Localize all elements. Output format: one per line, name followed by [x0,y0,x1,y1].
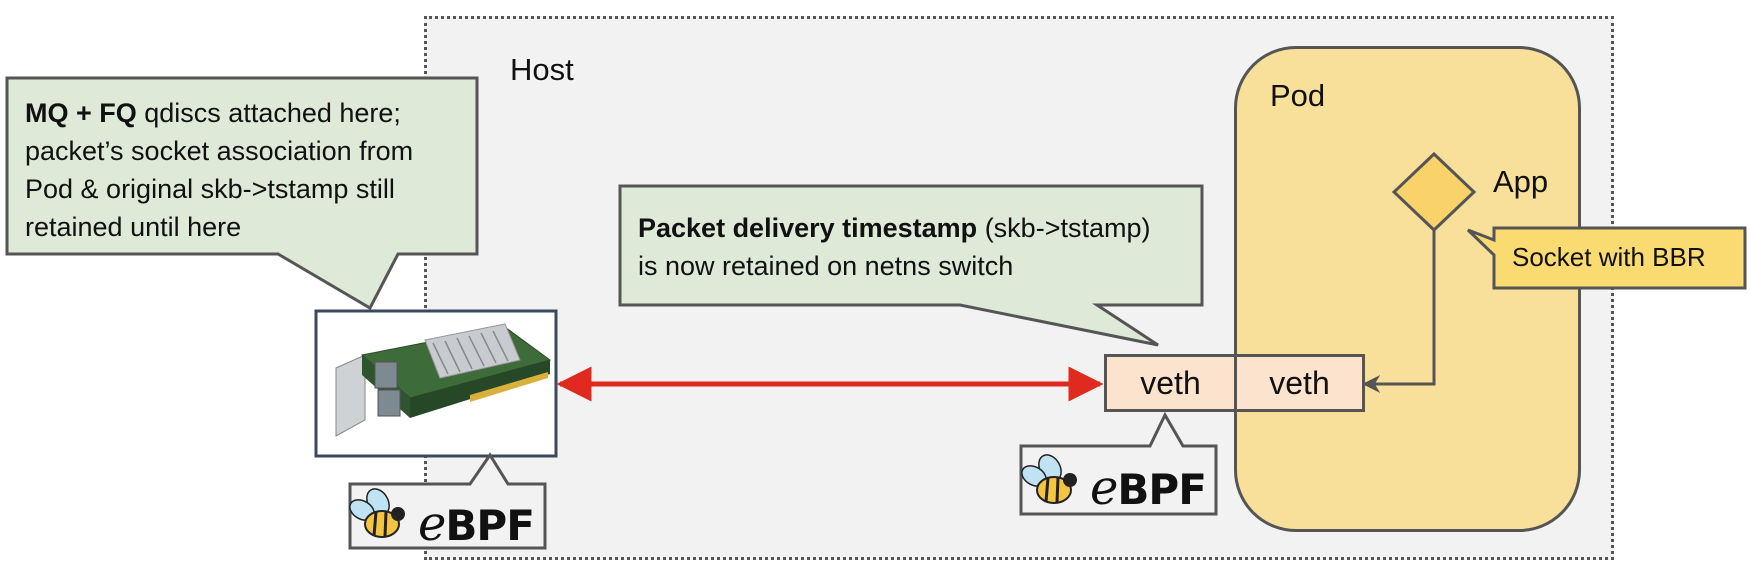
socket-label: Socket with BBR [1512,242,1706,272]
socket-callout-shape [1466,226,1747,290]
ebpf-bpf-letters: BPF [445,501,534,550]
network-card-image [335,323,552,437]
host-label: Host [510,52,574,87]
ebpf-bpf-letters-2: BPF [1117,465,1206,514]
callout-left-line3: Pod & original skb->tstamp still [25,174,395,204]
ebpf-logo-nic: eBPF [418,496,535,552]
callout-left-line1: qdiscs attached here; [136,98,401,128]
callout-left-line4: retained until here [25,212,242,242]
callout-left-bold: MQ + FQ [25,98,137,128]
callout-left-text: MQ + FQ qdiscs attached here; packet’s s… [25,94,413,246]
callout-mid-bold: Packet delivery timestamp [638,213,978,243]
ebpf-bee-logo [349,488,405,538]
callout-mid-line1: (skb->tstamp) [977,213,1151,243]
pod-label: Pod [1270,78,1326,113]
callout-mid-line2: is now retained on netns switch [638,251,1014,281]
veth-pod-side: veth [1234,354,1365,412]
callout-mid-shape [618,184,1204,347]
app-to-veth-arrow [1362,230,1436,393]
ebpf-bee-logo-2 [1021,454,1077,504]
callout-left-line2: packet’s socket association from [25,136,414,166]
veth-host-side: veth [1104,354,1237,412]
app-diamond-icon [1391,151,1477,233]
ebpf-e-letter: e [418,496,446,552]
app-label: App [1493,164,1549,199]
ebpf-e-letter-2: e [1090,460,1118,516]
callout-left-shape [5,76,479,311]
callout-mid-text: Packet delivery timestamp (skb->tstamp) … [638,209,1150,285]
ebpf-logo-veth: eBPF [1090,460,1207,516]
